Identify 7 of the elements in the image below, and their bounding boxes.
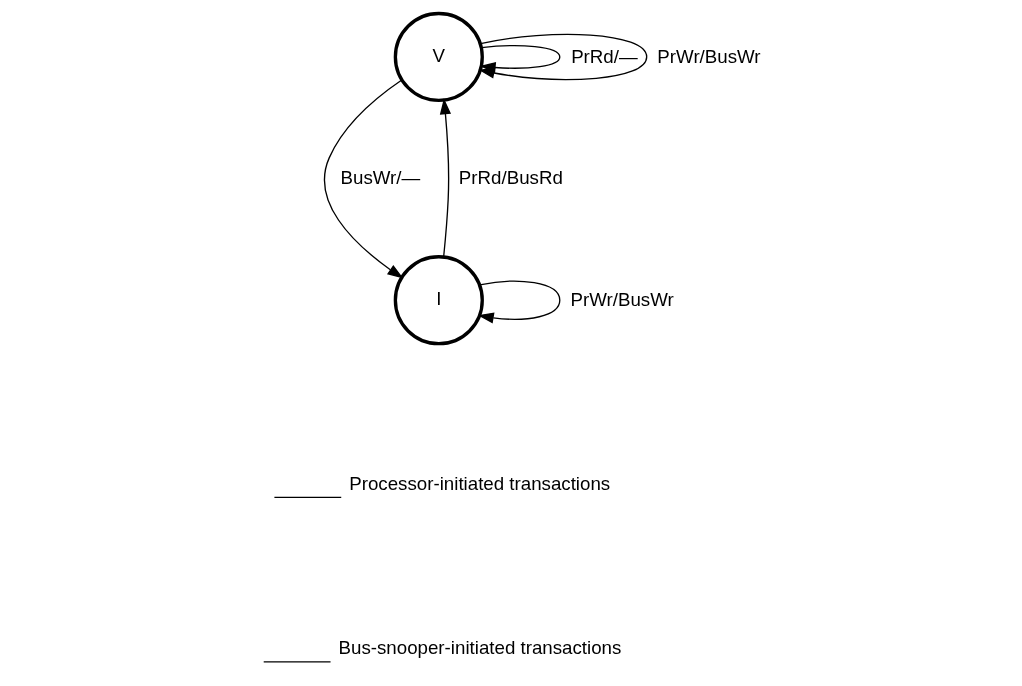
legend-label: Bus-snooper-initiated transactions [338, 637, 622, 659]
edge-label: BusWr/— [340, 167, 421, 189]
edge-label: PrRd/— [571, 45, 638, 67]
edge-label: PrWr/BusWr [570, 288, 674, 310]
legend-label: Processor-initiated transactions [349, 472, 611, 494]
edge-label: PrWr/BusWr [657, 45, 761, 67]
edge-label: PrRd/BusRd [458, 167, 563, 189]
